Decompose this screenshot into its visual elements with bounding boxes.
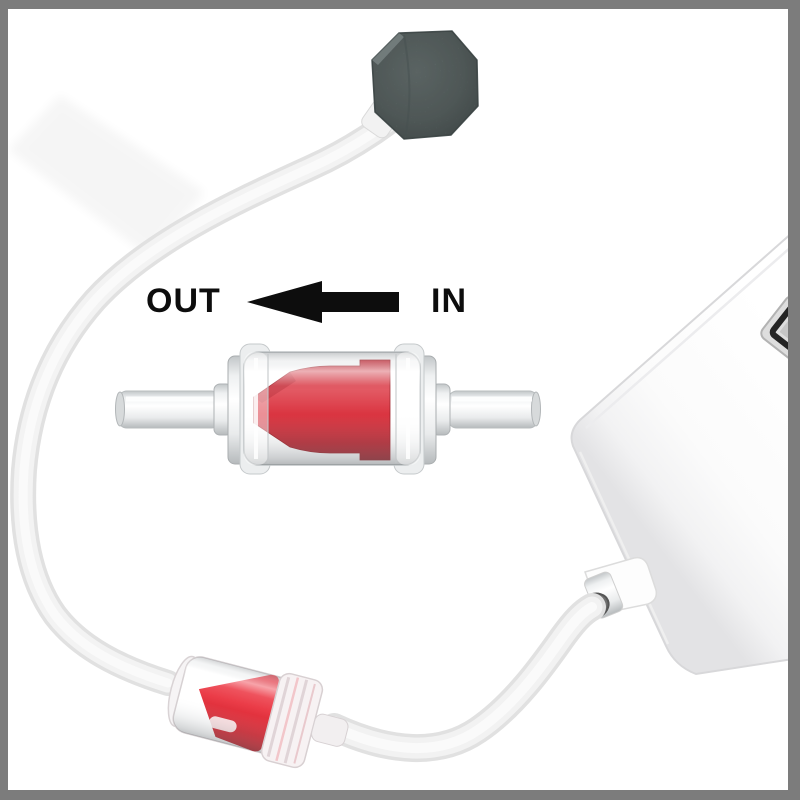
airline-tube-main xyxy=(10,82,433,696)
air-pump xyxy=(570,229,800,676)
photo-frame-border-right xyxy=(788,0,800,800)
installed-valve-outlet-nipple xyxy=(311,713,349,747)
air-stone-facet-line xyxy=(403,34,411,139)
photo-frame-border-top xyxy=(0,0,800,9)
airline-tube-to-pump xyxy=(320,593,606,763)
air-pump-edge-highlight xyxy=(585,246,792,429)
air-pump-edge-highlight2 xyxy=(578,451,670,645)
check-valve-hero xyxy=(115,343,541,475)
air-stone-facet-highlight xyxy=(372,33,404,65)
flow-direction-arrow-icon xyxy=(247,281,399,323)
out-label: OUT xyxy=(146,282,221,320)
photo-frame-border-left xyxy=(0,0,8,800)
installed-check-valve xyxy=(167,655,349,769)
in-label: IN xyxy=(431,282,467,320)
air-stone xyxy=(371,30,479,140)
photo-frame-border-bottom xyxy=(0,790,800,800)
